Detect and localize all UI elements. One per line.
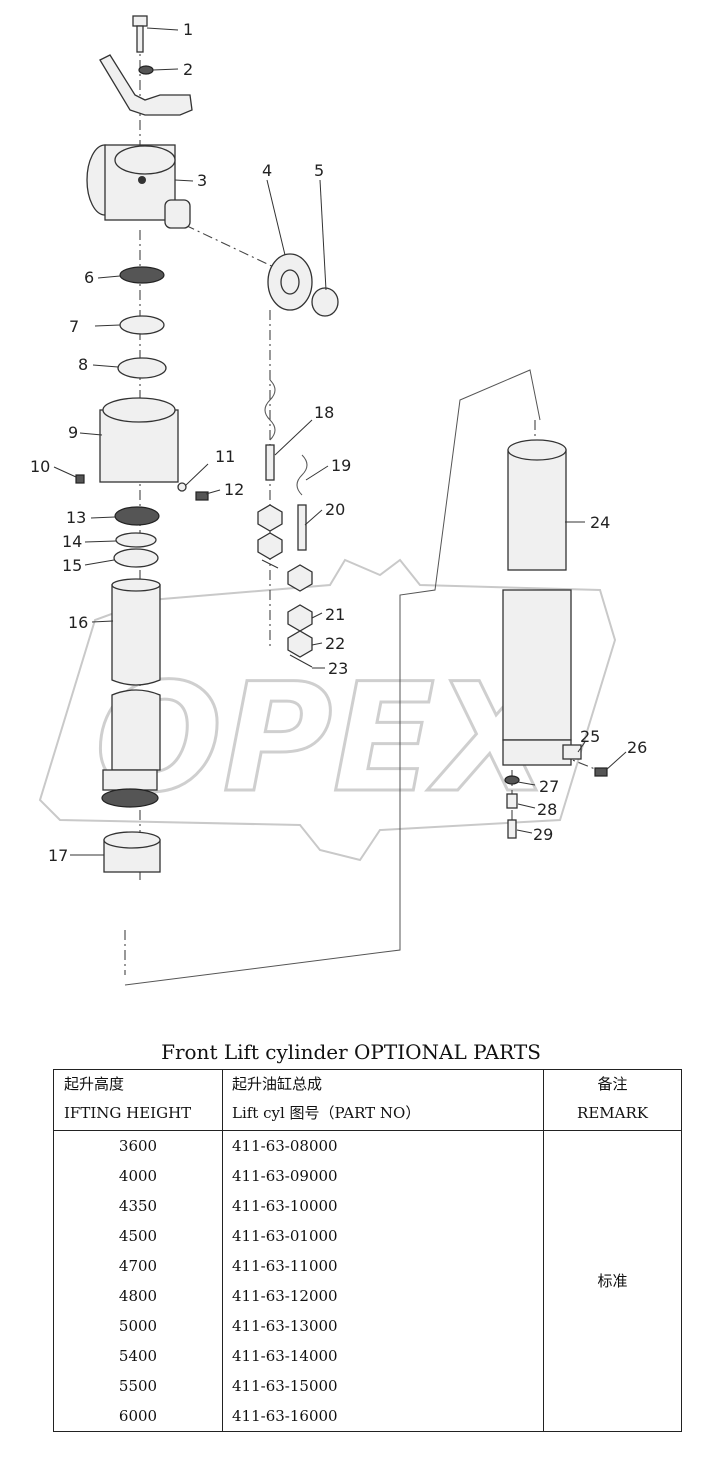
- callout-5: 5: [314, 161, 324, 180]
- table-row: 5500 411-63-15000: [53, 1371, 682, 1401]
- callout-15: 15: [62, 556, 82, 575]
- table-row: 4700 411-63-11000: [53, 1251, 682, 1281]
- header-height-en: IFTING HEIGHT: [64, 1104, 192, 1122]
- table-row: 4000 411-63-09000: [53, 1161, 682, 1191]
- cell-height: 6000: [53, 1401, 223, 1432]
- callout-26: 26: [627, 738, 647, 757]
- cell-part-no: 411-63-15000: [222, 1371, 544, 1401]
- cell-height: 3600: [53, 1130, 223, 1161]
- callout-13: 13: [66, 508, 86, 527]
- callout-2: 2: [183, 60, 193, 79]
- callout-8: 8: [78, 355, 88, 374]
- callout-25: 25: [580, 727, 600, 746]
- cell-remark: 标准: [543, 1130, 682, 1432]
- callout-14: 14: [62, 532, 82, 551]
- callout-18: 18: [314, 403, 334, 422]
- cell-height: 5500: [53, 1371, 223, 1401]
- callout-3: 3: [197, 171, 207, 190]
- cell-height: 4800: [53, 1281, 223, 1311]
- header-part-cn: 起升油缸总成: [232, 1075, 323, 1093]
- table-header-row: 起升高度 IFTING HEIGHT 起升油缸总成 Lift cyl 图号（PA…: [53, 1069, 682, 1131]
- callout-28: 28: [537, 800, 557, 819]
- callout-1: 1: [183, 20, 193, 39]
- callout-4: 4: [262, 161, 272, 180]
- callout-23: 23: [328, 659, 348, 678]
- callout-24: 24: [590, 513, 610, 532]
- cell-part-no: 411-63-11000: [222, 1251, 544, 1281]
- callout-29: 29: [533, 825, 553, 844]
- cell-part-no: 411-63-09000: [222, 1161, 544, 1191]
- callout-17: 17: [48, 846, 68, 865]
- callout-19: 19: [331, 456, 351, 475]
- cell-part-no: 411-63-01000: [222, 1221, 544, 1251]
- callout-16: 16: [68, 613, 88, 632]
- table-row: 3600 411-63-08000 标准: [53, 1130, 682, 1432]
- table-row: 6000 411-63-16000: [53, 1401, 682, 1432]
- header-remark-cn: 备注: [597, 1075, 628, 1093]
- cell-height: 4000: [53, 1161, 223, 1191]
- callout-11: 11: [215, 447, 235, 466]
- cell-part-no: 411-63-16000: [222, 1401, 544, 1432]
- table-row: 4800 411-63-12000: [53, 1281, 682, 1311]
- header-remark: 备注 REMARK: [543, 1069, 682, 1131]
- header-part-en: Lift cyl 图号（PART NO）: [232, 1104, 421, 1122]
- optional-parts-table: 起升高度 IFTING HEIGHT 起升油缸总成 Lift cyl 图号（PA…: [53, 1069, 682, 1432]
- header-lifting-height: 起升高度 IFTING HEIGHT: [53, 1069, 223, 1131]
- cell-part-no: 411-63-12000: [222, 1281, 544, 1311]
- callout-21: 21: [325, 605, 345, 624]
- cell-height: 4350: [53, 1191, 223, 1221]
- header-height-cn: 起升高度: [64, 1075, 125, 1093]
- callout-27: 27: [539, 777, 559, 796]
- callout-9: 9: [68, 423, 78, 442]
- cell-height: 4700: [53, 1251, 223, 1281]
- table-row: 5400 411-63-14000: [53, 1341, 682, 1371]
- header-remark-en: REMARK: [577, 1104, 648, 1122]
- watermark-text: OPEX: [95, 652, 557, 826]
- cell-part-no: 411-63-08000: [222, 1130, 544, 1161]
- cell-height: 5400: [53, 1341, 223, 1371]
- table-title: Front Lift cylinder OPTIONAL PARTS: [161, 1040, 541, 1064]
- cell-part-no: 411-63-10000: [222, 1191, 544, 1221]
- callout-6: 6: [84, 268, 94, 287]
- cell-height: 5000: [53, 1311, 223, 1341]
- callout-22: 22: [325, 634, 345, 653]
- callout-12: 12: [224, 480, 244, 499]
- cell-part-no: 411-63-13000: [222, 1311, 544, 1341]
- header-part-no: 起升油缸总成 Lift cyl 图号（PART NO）: [222, 1069, 544, 1131]
- watermark-logo: OPEX: [38, 558, 617, 862]
- table-row: 4500 411-63-01000: [53, 1221, 682, 1251]
- cell-height: 4500: [53, 1221, 223, 1251]
- table-row: 5000 411-63-13000: [53, 1311, 682, 1341]
- callout-20: 20: [325, 500, 345, 519]
- exploded-parts-diagram: OPEX: [30, 15, 647, 986]
- table-row: 4350 411-63-10000: [53, 1191, 682, 1221]
- callout-7: 7: [69, 317, 79, 336]
- cell-part-no: 411-63-14000: [222, 1341, 544, 1371]
- callout-10: 10: [30, 457, 50, 476]
